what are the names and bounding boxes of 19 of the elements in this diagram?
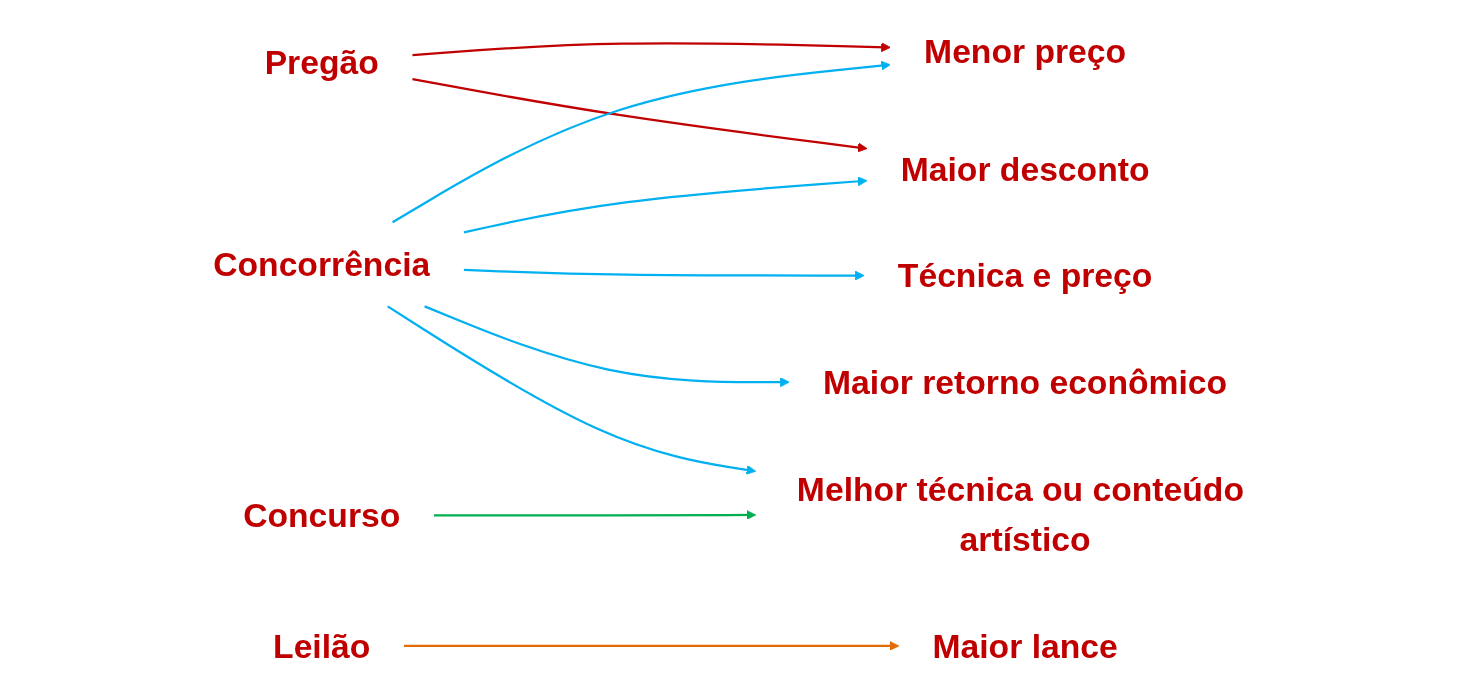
node-text: Concorrência: [213, 245, 431, 283]
arrow: [463, 268, 865, 281]
arrow: [412, 78, 868, 153]
arrow: [404, 641, 900, 651]
node-text: Concurso: [243, 496, 401, 534]
node-text: Menor preço: [924, 32, 1127, 70]
arrow: [463, 176, 868, 234]
arrow: [412, 42, 891, 57]
node-text: Maior desconto: [900, 150, 1150, 188]
node-text: Maior lance: [932, 627, 1118, 665]
node-text: Técnica e preço: [897, 257, 1153, 295]
arrow: [392, 60, 891, 224]
arrow: [424, 305, 790, 388]
node-text: Pregão: [264, 43, 379, 81]
arrow: [433, 510, 757, 520]
node-text: Maior retorno econômico: [823, 363, 1228, 401]
node-text: Melhor técnica ou conteúdo artístico: [796, 470, 1244, 558]
arrow: [387, 305, 757, 475]
node-text: Leilão: [273, 627, 371, 665]
